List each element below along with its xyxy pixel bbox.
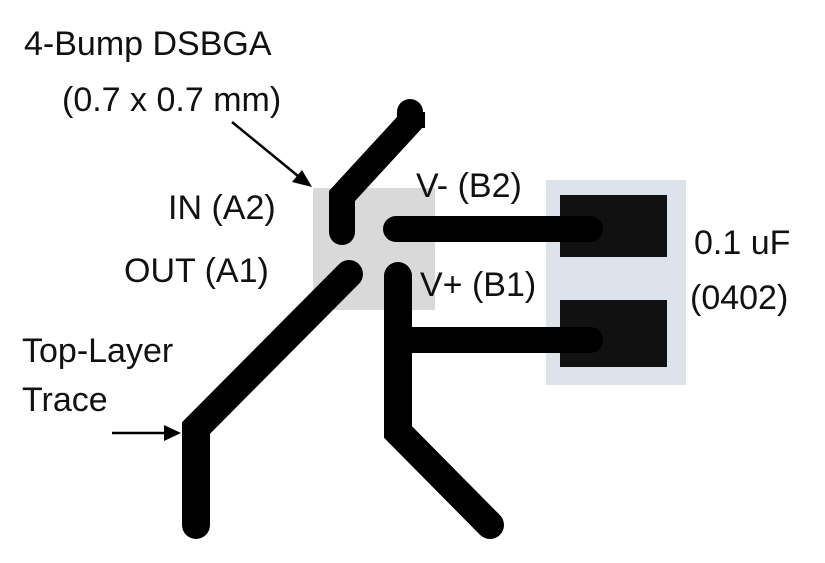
trace-vplus xyxy=(384,262,504,539)
package-arrow-line xyxy=(231,121,299,177)
capacitor-label-line2: (0402) xyxy=(690,279,788,317)
trace-label-line1: Top-Layer xyxy=(22,332,173,370)
capacitor-label-line1: 0.1 uF xyxy=(694,224,790,262)
trace-label-line2: Trace xyxy=(22,381,108,419)
trace-arrow-head xyxy=(164,425,181,441)
package-arrow-head xyxy=(292,170,312,187)
pin-label-out: OUT (A1) xyxy=(124,252,269,290)
package-label-line2: (0.7 x 0.7 mm) xyxy=(62,81,281,119)
trace-out xyxy=(182,260,363,539)
trace-in-end xyxy=(399,112,425,128)
pin-label-vplus: V+ (B1) xyxy=(420,266,536,304)
package-label-line1: 4-Bump DSBGA xyxy=(24,25,272,63)
pin-label-in: IN (A2) xyxy=(168,189,276,227)
pin-label-vminus: V- (B2) xyxy=(416,167,522,205)
